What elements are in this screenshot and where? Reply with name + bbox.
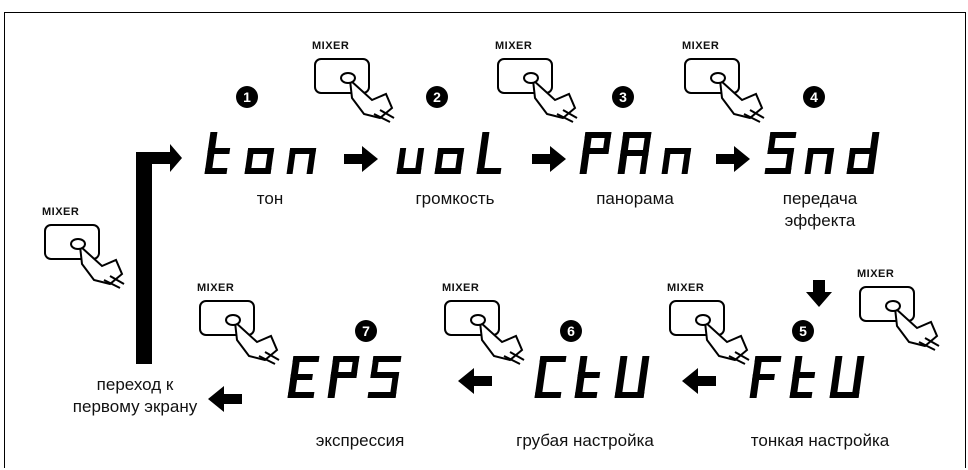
lcd-ftu [749, 352, 880, 409]
mixer-button[interactable]: MIXER [680, 40, 765, 123]
arrow-right [344, 146, 378, 172]
hand-press-icon [684, 58, 765, 123]
mixer-label: MIXER [312, 40, 350, 52]
lcd-vol [395, 128, 525, 185]
mixer-label: MIXER [667, 282, 705, 294]
caption-volume: громкость [415, 189, 495, 208]
hand-press-icon [497, 58, 578, 123]
mixer-button[interactable]: MIXER [493, 40, 578, 123]
caption-return-line2: первому экрану [72, 397, 198, 416]
mixer-label: MIXER [857, 268, 895, 280]
caption-return-line1: переход к [96, 375, 174, 394]
step-number: 4 [803, 86, 825, 108]
hand-press-icon [44, 224, 125, 289]
caption-ton: тон [256, 189, 284, 208]
caption-coarse-tune: грубая настройка [516, 431, 654, 450]
mixer-button[interactable]: MIXER [195, 282, 280, 365]
caption-send-line2: эффекта [784, 211, 856, 230]
arrow-left [208, 386, 242, 412]
step-number: 3 [612, 86, 634, 108]
arrow-right [716, 146, 750, 172]
caption-send-line1: передача [782, 189, 858, 208]
hand-press-icon [859, 286, 940, 351]
mixer-label: MIXER [197, 282, 235, 294]
step-number: 1 [236, 86, 258, 108]
step-number: 5 [792, 320, 814, 342]
arrow-left [682, 368, 716, 394]
caption-expression: экспрессия [315, 431, 405, 450]
mixer-button[interactable]: MIXER [855, 268, 940, 351]
arrow-left [458, 368, 492, 394]
caption-pan: панорама [596, 189, 674, 208]
lcd-ctu [534, 352, 665, 409]
hand-press-icon [314, 58, 395, 123]
lcd-ton [204, 128, 335, 185]
step-number: 6 [560, 320, 582, 342]
step-number: 7 [355, 320, 377, 342]
mixer-label: MIXER [442, 282, 480, 294]
mixer-button[interactable]: MIXER [440, 282, 525, 365]
lcd-pan [579, 128, 710, 185]
lcd-snd [764, 128, 895, 185]
hand-press-icon [444, 300, 525, 365]
arrow-right [532, 146, 566, 172]
hand-press-icon [199, 300, 280, 365]
hand-press-icon [669, 300, 750, 365]
mixer-button[interactable]: MIXER [40, 206, 125, 289]
mixer-button[interactable]: MIXER [665, 282, 750, 365]
mixer-label: MIXER [495, 40, 533, 52]
mixer-button[interactable]: MIXER [310, 40, 395, 123]
diagram-frame [4, 12, 966, 468]
mixer-label: MIXER [42, 206, 80, 218]
mixer-label: MIXER [682, 40, 720, 52]
lcd-eps [287, 352, 418, 409]
caption-fine-tune: тонкая настройка [750, 431, 890, 450]
return-connector [136, 144, 182, 364]
arrow-down [806, 280, 832, 307]
step-number: 2 [426, 86, 448, 108]
